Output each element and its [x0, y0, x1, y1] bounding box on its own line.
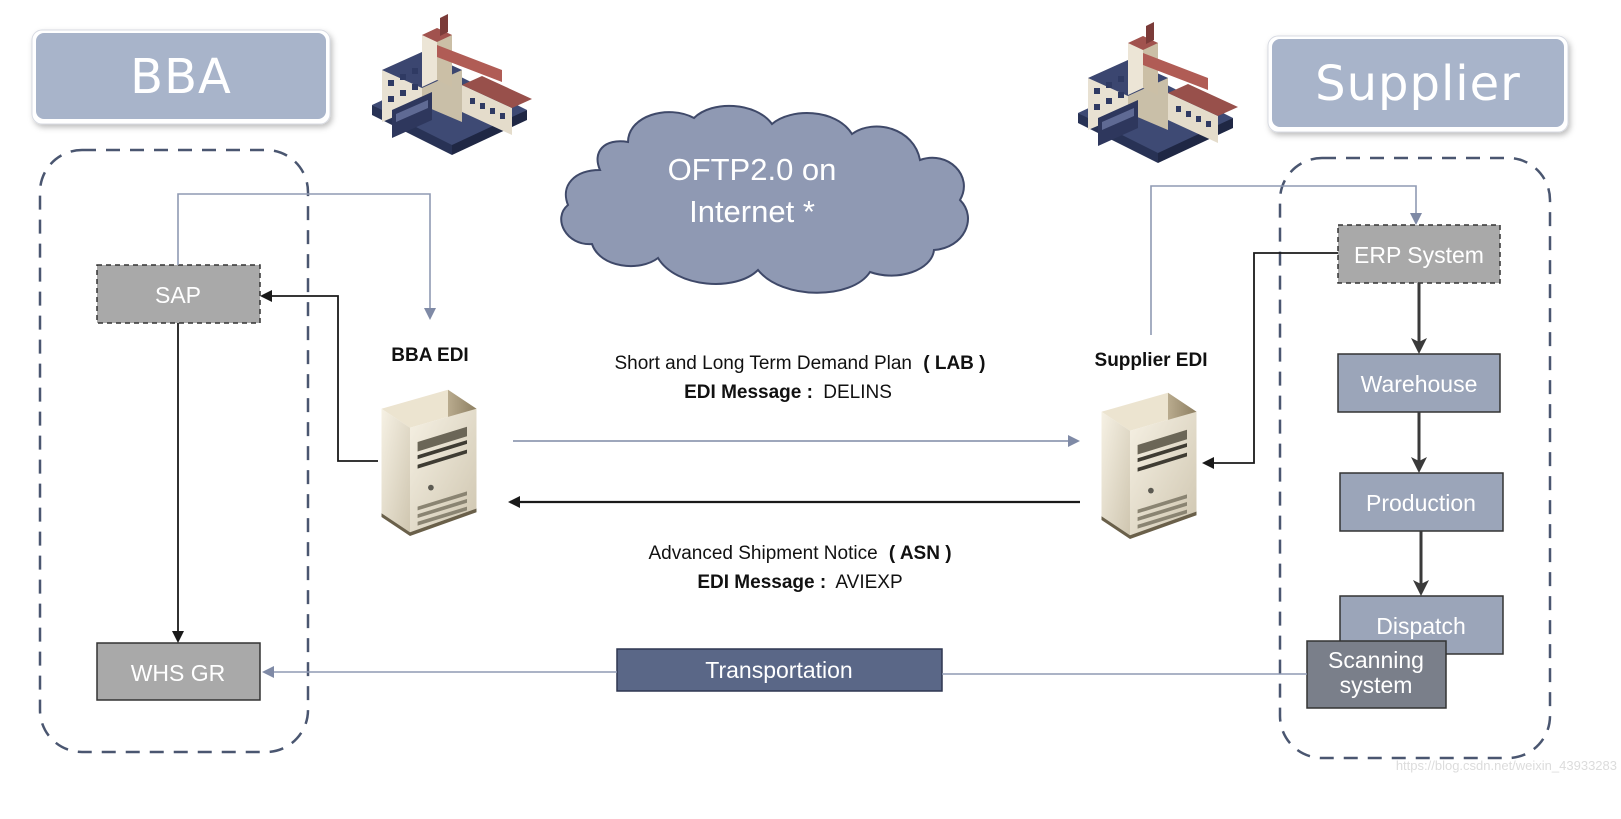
- bba-header: BBA: [31, 29, 331, 125]
- warehouse-box: Warehouse: [1337, 353, 1501, 413]
- cloud-line-1: OFTP2.0 on: [668, 152, 837, 187]
- sap-to-bba-edi-arrow: [177, 193, 436, 320]
- erp-system-box: ERP System: [1337, 224, 1501, 284]
- server-icon: [1101, 392, 1197, 540]
- transportation-box: Transportation: [616, 648, 943, 692]
- lab-edi-value: DELINS: [823, 382, 892, 403]
- asn-edi-value: AVIEXP: [835, 572, 902, 593]
- asn-text: Advanced Shipment Notice: [648, 543, 877, 564]
- supplier-title: Supplier: [1315, 56, 1521, 112]
- factory-icon: [1078, 22, 1238, 163]
- bba-title: BBA: [130, 49, 232, 105]
- cloud-line-2: Internet *: [689, 194, 815, 229]
- supplier-boundary: [1278, 156, 1552, 760]
- sap-box: SAP: [96, 264, 261, 324]
- whs-gr-box: WHS GR: [96, 642, 261, 701]
- supplier-header: Supplier: [1267, 35, 1569, 133]
- transportation-label: Transportation: [705, 657, 852, 683]
- bba-edi-to-sap-arrow: [260, 290, 378, 462]
- production-label: Production: [1366, 490, 1476, 516]
- lab-message-line: Short and Long Term Demand Plan ( LAB ): [614, 353, 985, 374]
- whs-gr-label: WHS GR: [131, 660, 226, 686]
- server-icon: [381, 389, 477, 537]
- erp-to-supplier-edi-arrow: [1202, 252, 1338, 469]
- erp-label: ERP System: [1354, 242, 1484, 268]
- supplier-edi-to-erp-arrow: [1150, 185, 1422, 335]
- scanning-system-box: Scanning system: [1306, 640, 1447, 709]
- asn-edi-line: EDI Message : AVIEXP: [697, 572, 902, 593]
- lab-code: ( LAB ): [923, 353, 985, 374]
- lab-edi-line: EDI Message : DELINS: [684, 382, 892, 403]
- watermark: https://blog.csdn.net/weixin_43933283: [1396, 758, 1617, 773]
- scanning-label-line-1: Scanning: [1328, 647, 1424, 673]
- supplier-edi-label: Supplier EDI: [1095, 350, 1208, 371]
- lab-text: Short and Long Term Demand Plan: [614, 353, 912, 374]
- bba-boundary: [38, 148, 310, 754]
- warehouse-label: Warehouse: [1361, 371, 1478, 397]
- sap-label: SAP: [155, 282, 201, 308]
- cloud-icon: OFTP2.0 on Internet *: [560, 105, 969, 294]
- asn-edi-prefix: EDI Message :: [697, 572, 826, 593]
- factory-icon: [372, 14, 532, 155]
- asn-message-line: Advanced Shipment Notice ( ASN ): [648, 543, 951, 564]
- dispatch-label: Dispatch: [1376, 613, 1465, 639]
- lab-message: Short and Long Term Demand Plan ( LAB ) …: [614, 353, 985, 403]
- bba-edi-label: BBA EDI: [391, 345, 468, 366]
- scanning-label-line-2: system: [1340, 672, 1413, 698]
- asn-message: Advanced Shipment Notice ( ASN ) EDI Mes…: [648, 543, 951, 593]
- production-box: Production: [1339, 472, 1504, 532]
- asn-code: ( ASN ): [889, 543, 952, 564]
- lab-edi-prefix: EDI Message :: [684, 382, 813, 403]
